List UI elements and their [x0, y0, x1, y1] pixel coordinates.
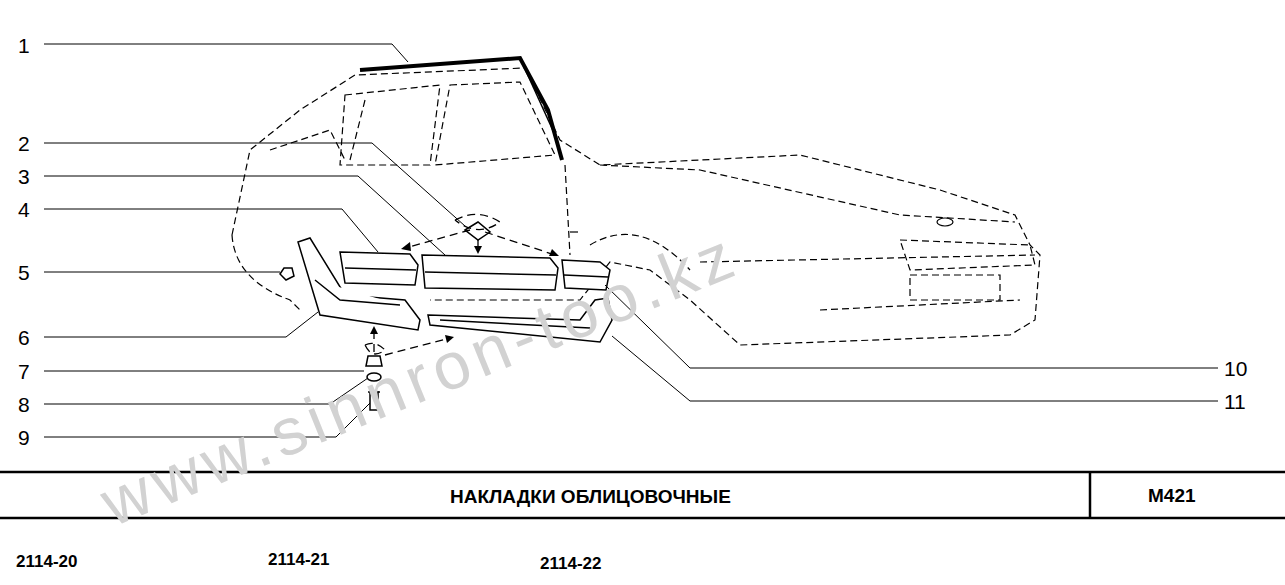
callout-number: 11	[1224, 391, 1246, 412]
model-code: 2114-20	[16, 553, 77, 570]
car-solid-lines	[360, 58, 953, 232]
callout-number: 9	[18, 427, 30, 448]
callout-number: 8	[18, 394, 30, 415]
model-code: 2114-21	[268, 551, 329, 568]
callout-number: 2	[18, 133, 30, 154]
callout-number: 4	[18, 199, 30, 220]
page-code: M421	[1148, 486, 1196, 505]
callout-number: 6	[18, 327, 30, 348]
leader-lines	[44, 44, 1218, 437]
diagram-title: НАКЛАДКИ ОБЛИЦОВОЧНЫЕ	[450, 487, 731, 506]
callout-number: 1	[18, 35, 30, 56]
callout-number: 10	[1224, 358, 1247, 379]
callout-number: 7	[18, 361, 30, 382]
model-code: 2114-22	[540, 555, 601, 572]
callout-number: 3	[18, 166, 30, 187]
callout-number: 5	[18, 262, 30, 283]
